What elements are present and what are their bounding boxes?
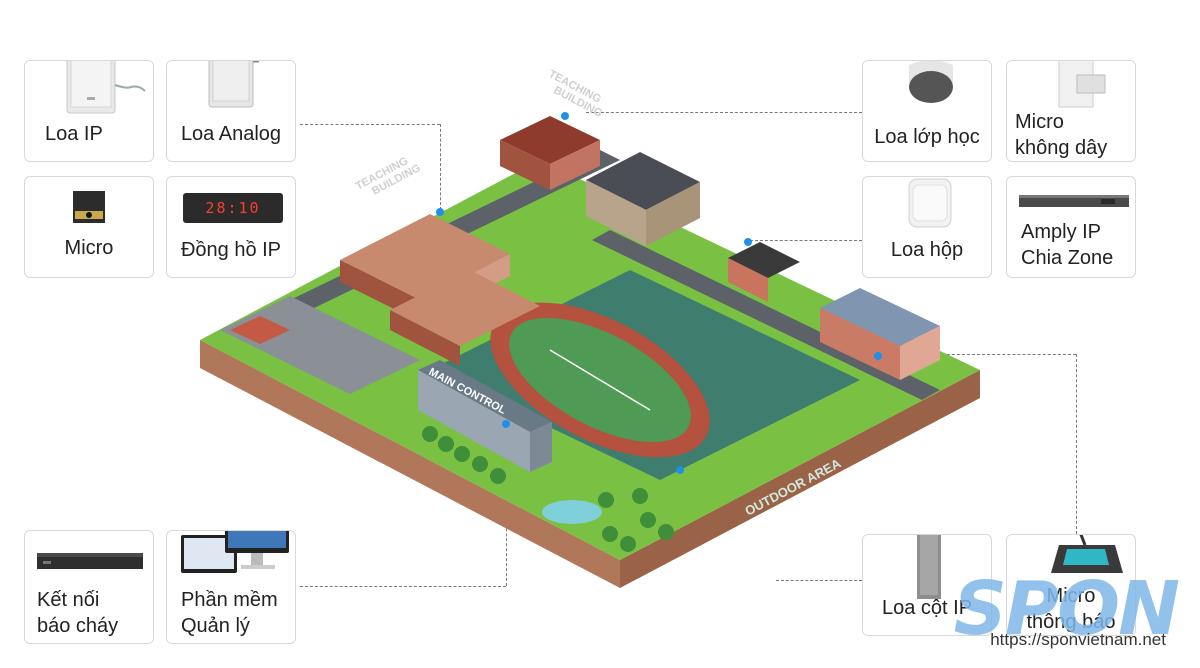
software-card[interactable]: Phần mềm Quản lý [166,530,296,644]
connector-classroom-speaker [586,112,862,113]
right-buildings [728,242,940,380]
spon-logo: SPON [953,566,1180,652]
box-speaker-icon [908,178,952,228]
field-midline [549,349,651,411]
soil-right-side [620,370,980,588]
fire-alarm-card[interactable]: Kết nối báo cháy [24,530,154,644]
fire-alarm-label: Kết nối báo cháy [37,589,119,637]
ceiling-speaker-icon [909,61,953,103]
trees [422,426,674,552]
campus-isometric-map: TEACHING BUILDING TEACHING BUILDING MAIN… [200,68,980,588]
column-speaker-card[interactable]: Loa cột IP [862,534,992,636]
gray-office-building [586,152,700,246]
soil-left-side [200,340,620,588]
parking-lot [220,296,420,394]
ip-clock-card[interactable]: 28:10 Đồng hồ IP [166,176,296,278]
ip-clock-icon: 28:10 [183,193,283,223]
computer-monitor-icon [181,531,289,573]
analog-speaker-card[interactable]: Loa Analog [166,60,296,162]
wireless-mic-label: Micro không dây [1015,111,1108,159]
ip-speaker-label: Loa IP [45,123,103,145]
column-speaker-icon [917,535,941,599]
ip-amplifier-card[interactable]: Amply IP Chia Zone [1006,176,1136,278]
teaching-building-2-label: TEACHING BUILDING [541,68,610,120]
rack-device-icon [37,553,143,569]
teaching-building-cluster [340,214,540,366]
column-speaker-label: Loa cột IP [881,597,973,619]
paging-console-icon [1051,535,1123,573]
microphone-card[interactable]: Micro [24,176,154,278]
connector-box-speaker [750,240,862,241]
classroom-speaker-label: Loa lớp học [874,126,980,148]
analog-speaker-label: Loa Analog [180,123,282,145]
ip-clock-display: 28:10 [205,199,261,217]
software-label: Phần mềm Quản lý [181,589,278,637]
connector-column-speaker [876,354,1076,355]
paging-mic-card[interactable]: Micro thông báo [1006,534,1136,636]
wireless-mic-card[interactable]: Micro không dây [1006,60,1136,162]
ip-speaker-card[interactable]: Loa IP [24,60,154,162]
teaching-building-1-label: TEACHING BUILDING [354,151,423,203]
basketball-court [230,316,290,344]
teaching-building-top [500,116,600,190]
connector-analog-speaker-drop [440,124,441,210]
ip-speaker-icon [66,61,146,114]
wireless-receiver-icon [1058,61,1106,108]
analog-speaker-icon [208,61,259,108]
spon-url[interactable]: https://sponvietnam.net [990,630,1166,649]
device-markers [436,112,882,474]
main-control-building [418,360,552,472]
paging-mic-label: Micro thông báo [1026,585,1116,633]
box-speaker-label: Loa hộp [890,239,964,261]
box-speaker-card[interactable]: Loa hộp [862,176,992,278]
microphone-label: Micro [64,237,114,259]
connector-software [300,586,506,587]
classroom-speaker-card[interactable]: Loa lớp học [862,60,992,162]
connector-analog-speaker [300,124,440,125]
ip-clock-label: Đồng hồ IP [180,239,282,261]
microphone-icon [73,191,105,223]
ip-amplifier-label: Amply IP Chia Zone [1021,221,1114,269]
connector-column-speaker-drop [1076,354,1077,534]
connector-paging-mic [776,580,862,581]
pond [542,500,602,524]
amplifier-icon [1019,195,1129,207]
